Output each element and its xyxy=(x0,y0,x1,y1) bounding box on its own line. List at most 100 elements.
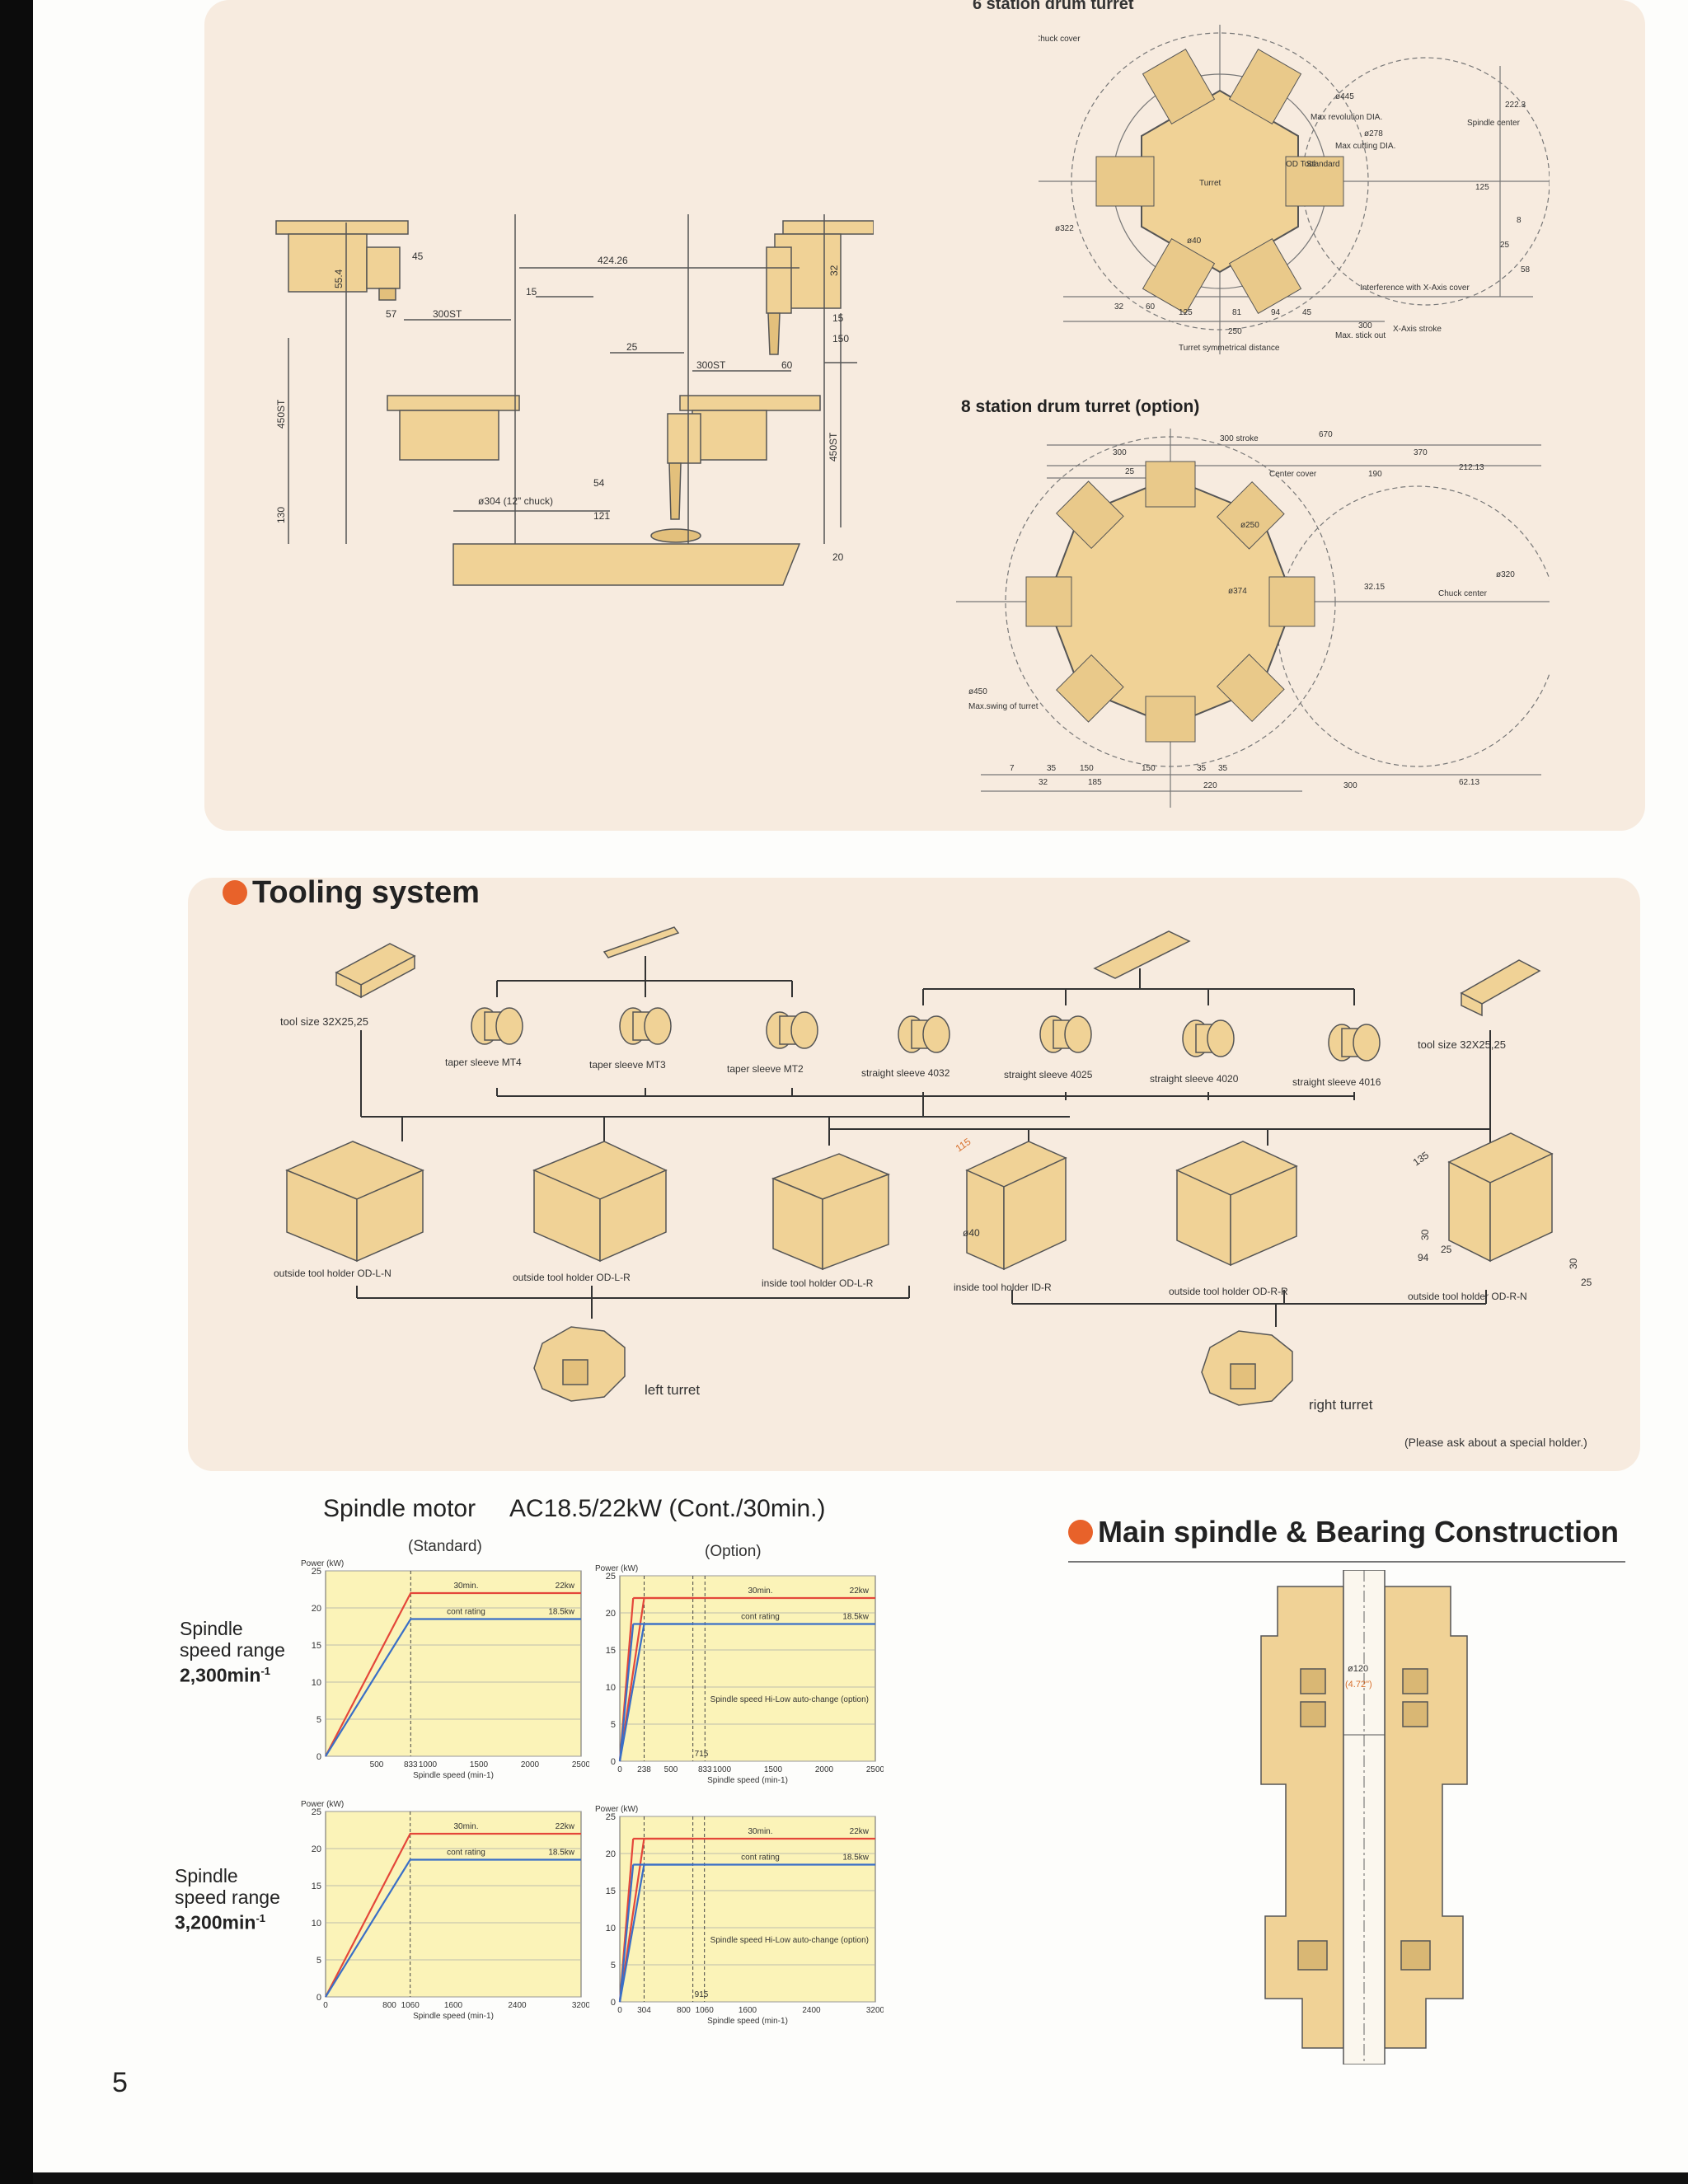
series-name-label: 30min. xyxy=(453,1822,478,1831)
svg-text:60: 60 xyxy=(781,359,793,371)
series-low-range-line xyxy=(618,1864,635,2003)
svg-text:450ST: 450ST xyxy=(275,399,287,429)
series-value-label: 22kw xyxy=(850,1586,870,1596)
y-axis-label: Power (kW) xyxy=(301,1559,344,1568)
svg-text:32: 32 xyxy=(828,265,840,276)
x-tick-label: 800 xyxy=(382,2001,396,2010)
svg-text:35: 35 xyxy=(1047,764,1057,773)
plot-area xyxy=(619,1575,876,1762)
x-axis-label: Spindle speed (min-1) xyxy=(707,2017,788,2026)
x-tick-label: 2400 xyxy=(508,2001,527,2010)
hi-low-annotation: Spindle speed Hi-Low auto-change (option… xyxy=(710,1695,869,1704)
svg-text:ø374: ø374 xyxy=(1228,587,1247,596)
y-tick-label: 20 xyxy=(606,1609,616,1619)
y-tick-label: 5 xyxy=(316,1715,321,1725)
series-cont-line xyxy=(325,1858,581,1998)
svg-text:94: 94 xyxy=(1271,308,1281,317)
x-axis-label: Spindle speed (min-1) xyxy=(413,2012,494,2021)
svg-text:25: 25 xyxy=(1125,467,1135,476)
svg-text:150: 150 xyxy=(1142,764,1156,773)
x-axis-label: Spindle speed (min-1) xyxy=(707,1776,788,1785)
svg-text:35: 35 xyxy=(1197,764,1207,773)
svg-text:190: 190 xyxy=(1368,470,1382,479)
svg-text:Turret symmetrical distance: Turret symmetrical distance xyxy=(1179,344,1280,353)
six-station-heading: 6 station drum turret xyxy=(973,0,1134,13)
holder-label-od-l-n: outside tool holder OD-L-N xyxy=(274,1268,392,1279)
holder-label-od-r-r: outside tool holder OD-R-R xyxy=(1169,1286,1288,1297)
bullet-dot-icon xyxy=(223,880,247,905)
sleeve-label-4025: straight sleeve 4025 xyxy=(1004,1069,1093,1080)
left-turret-label: left turret xyxy=(645,1382,701,1398)
svg-text:Standard: Standard xyxy=(1306,160,1340,169)
spindle-motor-title: Spindle motor xyxy=(323,1495,476,1522)
page-bottom-edge xyxy=(33,2172,1688,2184)
side-view-drawing: 45 55.4 57 300ST 424.26 15 25 300ST 60 3… xyxy=(275,214,874,586)
plot-area xyxy=(619,1816,876,2003)
svg-text:45: 45 xyxy=(1302,308,1312,317)
sleeve-label-4016: straight sleeve 4016 xyxy=(1292,1076,1381,1088)
svg-text:20: 20 xyxy=(832,551,844,563)
holder-label-id-r: inside tool holder ID-R xyxy=(954,1282,1052,1293)
tooling-tree-diagram: 115 ø40 135 30 94 25 30 25 xyxy=(285,926,1592,1406)
svg-text:25: 25 xyxy=(626,341,638,353)
option-label: (Option) xyxy=(705,1543,762,1560)
series-value-label: 22kw xyxy=(556,1582,575,1591)
svg-text:ø278: ø278 xyxy=(1364,129,1383,138)
svg-text:ø450: ø450 xyxy=(968,687,987,696)
holder-label-inside-od-l-r: inside tool holder OD-L-R xyxy=(762,1277,874,1289)
svg-text:Max. stick out: Max. stick out xyxy=(1335,331,1386,340)
svg-text:150: 150 xyxy=(832,333,849,344)
svg-text:25: 25 xyxy=(1581,1277,1592,1288)
series-value-label: 18.5kw xyxy=(842,1854,869,1863)
svg-text:54: 54 xyxy=(593,477,605,489)
x-tick-label: 1060 xyxy=(696,2006,715,2015)
svg-text:94: 94 xyxy=(1418,1252,1429,1263)
svg-text:ø445: ø445 xyxy=(1335,92,1354,101)
binding-edge xyxy=(0,0,33,2184)
x-tick-label: 0 xyxy=(617,2006,622,2015)
svg-text:450ST: 450ST xyxy=(828,432,839,462)
svg-text:55.4: 55.4 xyxy=(333,269,345,288)
svg-text:222.3: 222.3 xyxy=(1505,101,1526,110)
svg-text:ø120: ø120 xyxy=(1348,1664,1368,1674)
x-tick-label: 833 xyxy=(698,1765,712,1774)
y-tick-label: 5 xyxy=(611,1961,616,1971)
svg-text:35: 35 xyxy=(1218,764,1228,773)
y-tick-label: 10 xyxy=(312,1919,321,1929)
x-tick-label: 3200 xyxy=(572,2001,589,2010)
plot-area xyxy=(325,1811,582,1998)
y-tick-label: 10 xyxy=(312,1678,321,1688)
y-tick-label: 0 xyxy=(316,1993,321,2003)
sleeve-label-mt3: taper sleeve MT3 xyxy=(589,1059,666,1071)
svg-text:ø322: ø322 xyxy=(1055,224,1074,233)
series-30min-line xyxy=(325,1591,581,1757)
x-tick-label: 1500 xyxy=(764,1765,783,1774)
svg-text:62.13: 62.13 xyxy=(1459,778,1479,787)
x-tick-label: 1600 xyxy=(444,2001,463,2010)
series-name-label: cont rating xyxy=(447,1849,485,1858)
y-axis-label: Power (kW) xyxy=(595,1805,638,1814)
standard-label: (Standard) xyxy=(408,1538,482,1555)
x-tick-label: 1000 xyxy=(713,1765,732,1774)
svg-text:370: 370 xyxy=(1414,448,1428,457)
svg-text:(4.72"): (4.72") xyxy=(1345,1680,1372,1690)
svg-text:300: 300 xyxy=(1343,781,1357,790)
x-axis-label: Spindle speed (min-1) xyxy=(413,1771,494,1780)
svg-text:60: 60 xyxy=(1146,302,1156,312)
y-tick-label: 20 xyxy=(312,1844,321,1854)
y-tick-label: 10 xyxy=(606,1924,616,1933)
svg-text:15: 15 xyxy=(832,312,844,324)
svg-text:OD Tool: OD Tool xyxy=(1286,160,1315,169)
svg-text:32: 32 xyxy=(1039,778,1048,787)
svg-text:Interference with X-Axis cover: Interference with X-Axis cover xyxy=(1360,284,1470,293)
y-tick-label: 15 xyxy=(606,1646,616,1656)
x-tick-label: 500 xyxy=(370,1760,384,1769)
svg-text:ø40: ø40 xyxy=(1187,237,1202,246)
svg-text:300 stroke: 300 stroke xyxy=(1220,434,1259,443)
x-tick-label: 0 xyxy=(617,1765,622,1774)
eight-station-title: 8 station drum turret (option) xyxy=(961,397,1200,416)
x-tick-label: 1000 xyxy=(419,1760,438,1769)
